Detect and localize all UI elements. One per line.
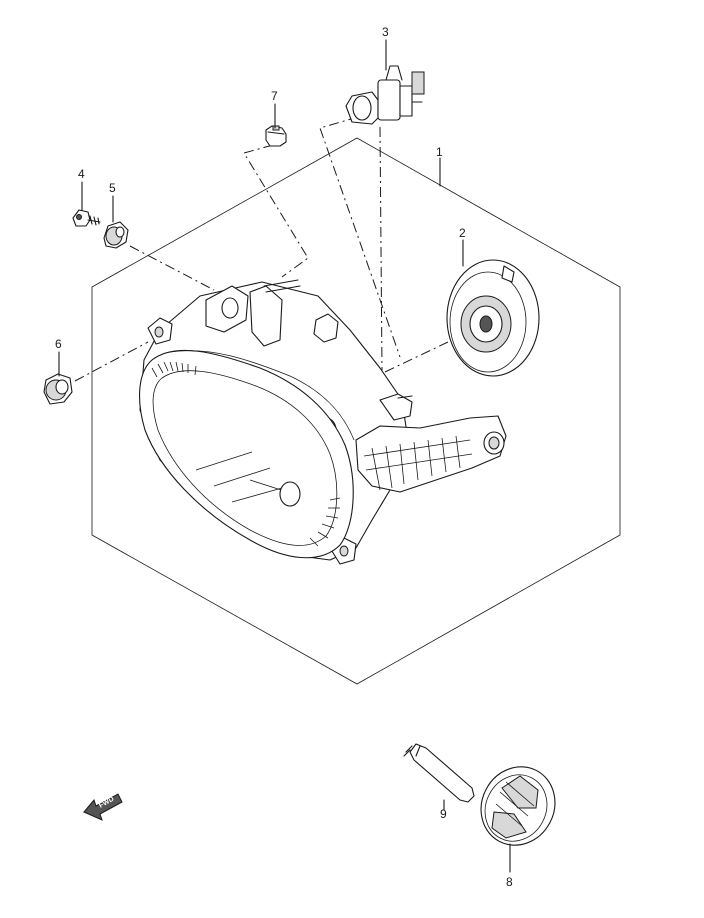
callout-2: 2 <box>459 226 466 240</box>
callout-labels: 1 2 3 4 5 6 7 8 9 <box>55 25 513 889</box>
callout-9: 9 <box>440 807 447 821</box>
headlamp-housing[interactable] <box>139 279 507 565</box>
grommet-5[interactable] <box>103 221 129 249</box>
reflector-pin[interactable] <box>403 743 475 803</box>
assembly-guide-lines <box>74 116 449 382</box>
reflector-lines <box>195 451 301 503</box>
forward-arrow-icon: FWD <box>83 793 123 821</box>
grommet-6[interactable] <box>43 373 73 405</box>
socket-cover[interactable] <box>446 259 540 377</box>
callout-1: 1 <box>436 145 443 159</box>
rear-reflector[interactable] <box>467 754 568 858</box>
callout-8: 8 <box>506 875 513 889</box>
callout-leaders <box>58 39 511 873</box>
bracket-ribs <box>363 435 473 491</box>
assembly-boundary <box>91 137 621 685</box>
callout-4: 4 <box>78 167 85 181</box>
screw-4[interactable] <box>72 209 101 227</box>
callout-3: 3 <box>382 25 389 39</box>
lens-hatching <box>151 361 341 547</box>
grommet-7[interactable] <box>265 125 287 147</box>
headlamp-bulb[interactable] <box>345 65 425 125</box>
callout-6: 6 <box>55 337 62 351</box>
callout-5: 5 <box>109 181 116 195</box>
callout-7: 7 <box>271 89 278 103</box>
